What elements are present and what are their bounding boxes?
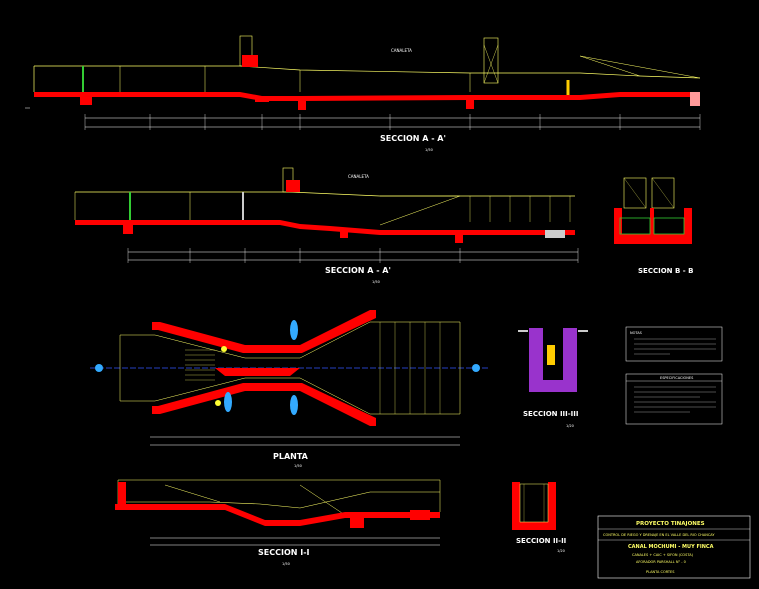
section-i-title: SECCION I-I <box>258 548 310 557</box>
section-bb-title: SECCION B - B <box>638 267 693 275</box>
planta-title: PLANTA <box>273 452 309 461</box>
section-ii-scale: 1/20 <box>557 549 565 553</box>
section-bb: SECCION B - B <box>614 177 693 275</box>
section-aa-top: CANALETA SECCION A - A' 1/50 <box>25 35 701 152</box>
section-aa-second-label: CANALETA <box>348 174 369 179</box>
specs-box: ESPECIFICACIONES <box>625 373 723 425</box>
title-project: PROYECTO TINAJONES <box>636 521 705 527</box>
title-line2: CANALES + CAIC + SIFON (COSTA) <box>632 553 694 557</box>
section-aa-top-title: SECCION A - A' <box>380 134 446 143</box>
title-line1: CANAL MOCHUMI - MUY FINCA <box>628 544 714 550</box>
section-aa-second-title: SECCION A - A' <box>325 266 391 275</box>
planta-view: PLANTA 1/50 <box>90 310 490 468</box>
section-iii-title: SECCION III-III <box>523 410 578 418</box>
title-line4: PLANTA CORTES <box>646 570 675 574</box>
section-aa-top-scale: 1/50 <box>425 148 433 152</box>
section-iii: SECCION III-III 1/20 <box>518 328 588 428</box>
title-block: PROYECTO TINAJONES CONTROL DE RIEGO Y DR… <box>597 515 751 579</box>
section-ii: SECCION II-II 1/20 <box>512 482 566 553</box>
specs-title: ESPECIFICACIONES <box>660 376 694 380</box>
section-i: SECCION I-I 1/50 <box>115 479 441 566</box>
section-i-scale: 1/50 <box>282 562 290 566</box>
title-subtitle: CONTROL DE RIEGO Y DRENAJE EN EL VALLE D… <box>603 533 715 537</box>
section-aa-second-scale: 1/50 <box>372 280 380 284</box>
section-ii-title: SECCION II-II <box>516 537 566 545</box>
title-line3: AFORADOR PARSHALL N° - 0 <box>636 560 686 564</box>
section-aa-second: CANALETA SECCION A - A' 1/50 <box>74 167 579 284</box>
notes-title: NOTAS <box>630 331 643 335</box>
section-iii-scale: 1/20 <box>566 424 574 428</box>
notes-box: NOTAS <box>625 326 723 362</box>
section-aa-top-label: CANALETA <box>391 48 412 53</box>
planta-scale: 1/50 <box>294 464 302 468</box>
